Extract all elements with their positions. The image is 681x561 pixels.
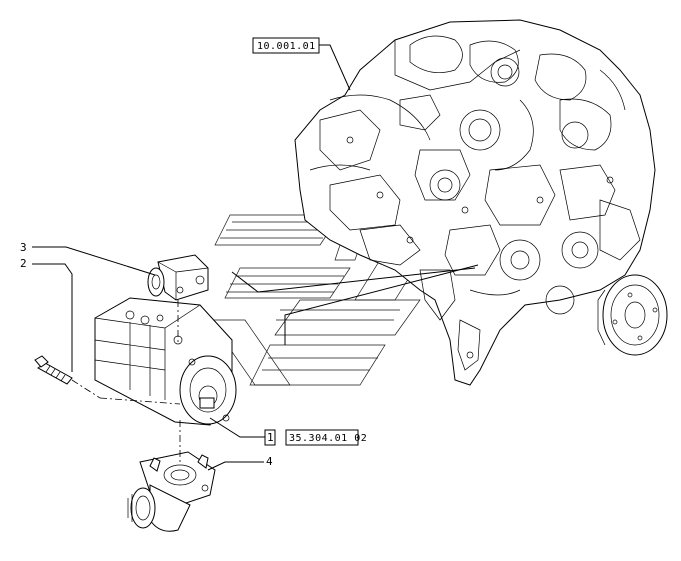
leader-4 bbox=[207, 461, 264, 471]
axis-bolt bbox=[71, 379, 101, 399]
callout-4: 4 bbox=[266, 455, 273, 468]
callout-2: 2 bbox=[20, 257, 27, 270]
pump-mount-leader-2 bbox=[231, 267, 476, 293]
fitting-item-3 bbox=[147, 254, 209, 301]
gear-pump-item-1 bbox=[94, 297, 237, 426]
bolt-item-2 bbox=[34, 355, 73, 385]
watermark-logo bbox=[209, 214, 421, 386]
leader-1 bbox=[209, 417, 265, 438]
pump-mount-leader bbox=[284, 264, 479, 345]
elbow-item-4 bbox=[127, 451, 216, 532]
callout-1: 1 bbox=[267, 431, 274, 444]
engine-ref-label: 10.001.01 bbox=[257, 41, 316, 52]
axis-pump-bolt bbox=[99, 397, 181, 405]
callout-3: 3 bbox=[20, 241, 27, 254]
leader-3 bbox=[32, 246, 156, 276]
pump-ref-label: 35.304.01 02 bbox=[289, 433, 367, 444]
pump-ref-box bbox=[285, 429, 359, 446]
leader-engine bbox=[319, 44, 351, 91]
engine-illustration bbox=[294, 19, 668, 386]
leader-2 bbox=[32, 263, 73, 372]
